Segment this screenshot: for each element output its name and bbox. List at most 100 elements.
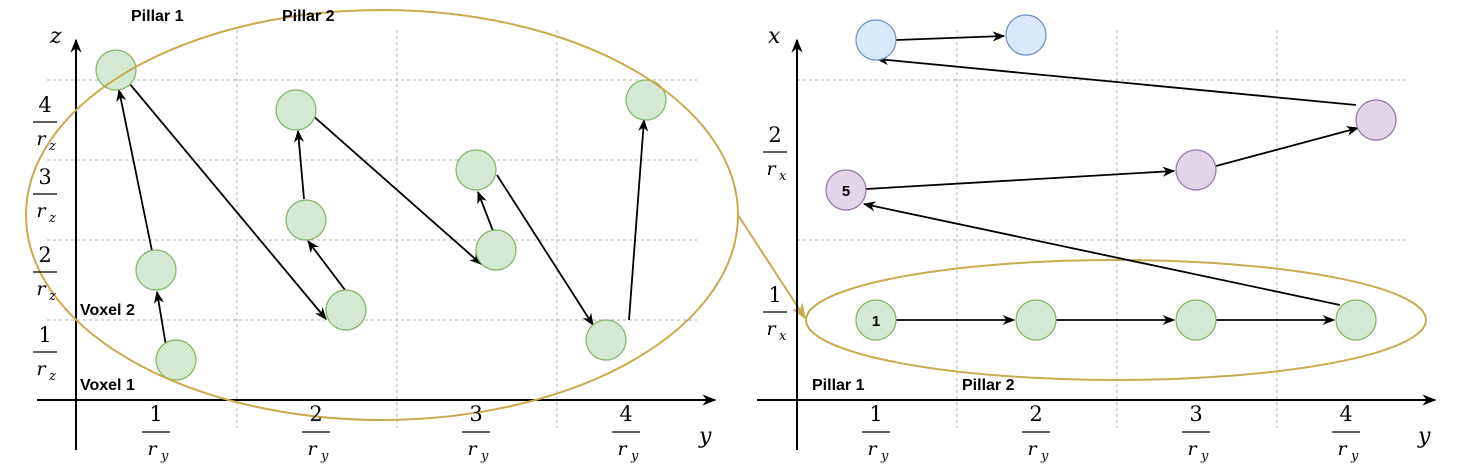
tick-numerator: 1 xyxy=(38,323,51,347)
tick-denominator: r xyxy=(467,438,478,460)
voxel-node xyxy=(285,199,327,241)
pillar-node xyxy=(855,19,897,61)
tick-denominator: r xyxy=(36,278,47,300)
zoom-connector-arrow xyxy=(737,214,806,320)
tick-subscript: y xyxy=(320,449,329,464)
tick-subscript: y xyxy=(1350,449,1359,464)
tick-numerator: 2 xyxy=(38,243,51,267)
tick-subscript: z xyxy=(48,211,56,226)
edge xyxy=(293,129,305,200)
tick-subscript: x xyxy=(779,169,787,184)
tick-denominator: r xyxy=(1337,438,1348,460)
tick-denominator: r xyxy=(766,318,777,340)
right-edges xyxy=(862,31,1360,326)
voxel-node xyxy=(135,249,177,291)
edge xyxy=(116,88,153,252)
right-y-tick-2: 2 r x xyxy=(763,123,787,184)
voxel-node xyxy=(585,319,627,361)
tick-numerator: 3 xyxy=(38,165,51,189)
edge xyxy=(865,166,1176,190)
tick-numerator: 3 xyxy=(469,402,482,426)
pillar-node xyxy=(825,169,867,211)
tick-subscript: y xyxy=(1200,449,1209,464)
tick-subscript: x xyxy=(779,329,787,344)
tick-subscript: y xyxy=(160,449,169,464)
edge xyxy=(496,174,594,327)
right-x-tick-2: 2 r y xyxy=(1022,402,1050,464)
right-x-tick-4: 4 r y xyxy=(1332,402,1360,464)
edge xyxy=(307,239,346,291)
voxel-node xyxy=(455,149,497,191)
edge xyxy=(128,82,327,320)
edge xyxy=(1215,126,1360,167)
pillar-node xyxy=(1355,99,1397,141)
edge xyxy=(895,31,1006,42)
tick-subscript: y xyxy=(630,449,639,464)
right-x-axis-label: x xyxy=(768,24,781,49)
right-nodes: 1 5 xyxy=(825,14,1397,341)
tick-subscript: z xyxy=(48,369,56,384)
left-x-tick-2: 2 r y xyxy=(302,402,330,464)
left-nodes xyxy=(95,49,667,381)
pillar-node xyxy=(1005,14,1047,56)
left-x-tick-4: 4 r y xyxy=(612,402,640,464)
voxel-node xyxy=(275,89,317,131)
tick-numerator: 2 xyxy=(1029,402,1042,426)
tick-subscript: z xyxy=(48,289,56,304)
tick-numerator: 2 xyxy=(309,402,322,426)
left-z-axis-label: z xyxy=(49,24,62,49)
edge xyxy=(862,201,1341,306)
tick-denominator: r xyxy=(307,438,318,460)
voxel-node xyxy=(475,229,517,271)
edge xyxy=(153,290,167,347)
tick-denominator: r xyxy=(36,128,47,150)
right-highlight-ellipse xyxy=(805,259,1427,381)
pillar-node xyxy=(1175,149,1217,191)
edge xyxy=(310,113,482,265)
tick-numerator: 1 xyxy=(149,402,162,426)
voxel-2-label: Voxel 2 xyxy=(80,302,135,319)
left-x-tick-3: 3 r y xyxy=(462,402,490,464)
tick-denominator: r xyxy=(867,438,878,460)
tick-denominator: r xyxy=(766,158,777,180)
tick-subscript: y xyxy=(880,449,889,464)
tick-subscript: z xyxy=(48,139,56,154)
right-x-tick-1: 1 r y xyxy=(862,402,890,464)
left-y-axis-label: y xyxy=(698,424,712,449)
pillar-node xyxy=(1175,299,1217,341)
tick-subscript: y xyxy=(480,449,489,464)
tick-numerator: 4 xyxy=(1339,402,1352,426)
left-z-tick-4: 4 r z xyxy=(33,93,57,154)
tick-numerator: 1 xyxy=(869,402,882,426)
node-label-5: 5 xyxy=(842,183,850,200)
pillar-node xyxy=(1335,299,1377,341)
edge xyxy=(875,55,1357,106)
right-pillar-2-label: Pillar 2 xyxy=(962,377,1015,394)
tick-denominator: r xyxy=(617,438,628,460)
voxel-1-label: Voxel 1 xyxy=(80,377,135,394)
tick-denominator: r xyxy=(36,358,47,380)
tick-numerator: 4 xyxy=(38,93,51,117)
right-pillar-1-label: Pillar 1 xyxy=(812,377,865,394)
tick-numerator: 1 xyxy=(768,283,781,307)
left-x-tick-1: 1 r y xyxy=(142,402,170,464)
tick-numerator: 3 xyxy=(1189,402,1202,426)
node-label-1: 1 xyxy=(872,313,880,330)
pillar-node xyxy=(855,299,897,341)
tick-numerator: 2 xyxy=(768,123,781,147)
left-pillar-2-label: Pillar 2 xyxy=(282,8,335,25)
voxel-node xyxy=(155,339,197,381)
pillar-node xyxy=(1015,299,1057,341)
edge xyxy=(477,190,494,232)
tick-denominator: r xyxy=(1027,438,1038,460)
tick-subscript: y xyxy=(1040,449,1049,464)
left-z-tick-3: 3 r z xyxy=(33,165,57,226)
tick-denominator: r xyxy=(1187,438,1198,460)
voxel-node xyxy=(625,79,667,121)
right-y-axis-label: y xyxy=(1417,424,1431,449)
voxel-node xyxy=(95,49,137,91)
left-grid xyxy=(47,30,697,428)
tick-denominator: r xyxy=(36,200,47,222)
tick-denominator: r xyxy=(147,438,158,460)
